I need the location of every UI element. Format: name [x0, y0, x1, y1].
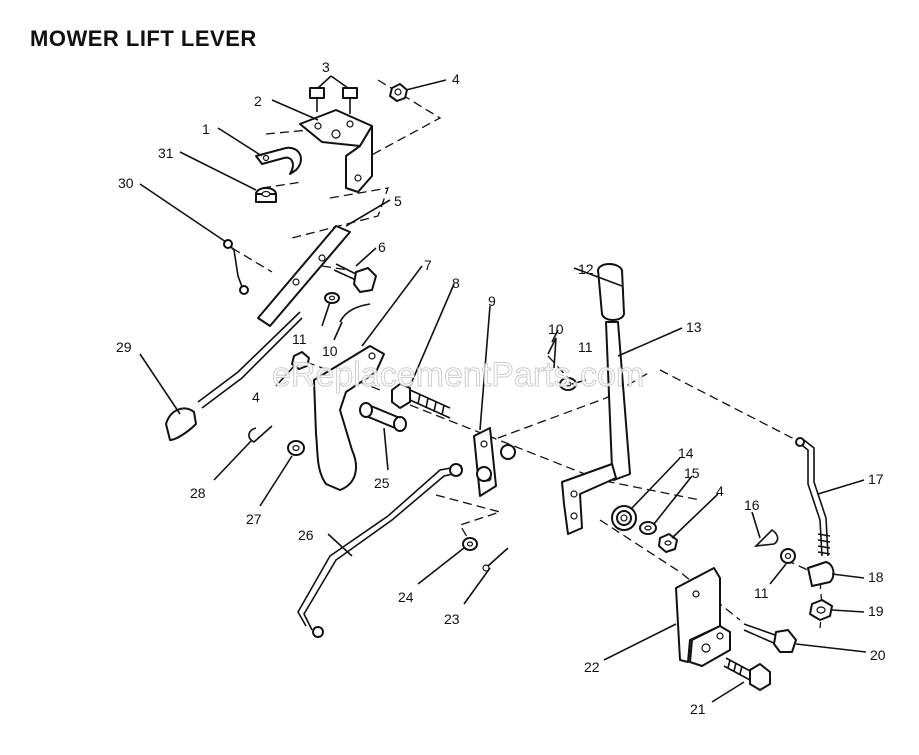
assembly-line-pivot	[497, 371, 651, 439]
part-2-bracket	[299, 109, 373, 193]
leader-lines	[139, 75, 867, 703]
part-26-rod	[297, 463, 463, 638]
callout-2: 2	[254, 93, 262, 109]
part-29-pedal-rod	[197, 311, 303, 409]
part-14-bushing	[611, 505, 637, 531]
part-25-spacer	[359, 402, 407, 432]
part-29-knob	[165, 407, 197, 441]
part-11-washer-left	[324, 292, 340, 304]
callout-10-mid: 10	[548, 321, 564, 337]
callout-7: 7	[424, 257, 432, 273]
callout-19: 19	[868, 603, 884, 619]
part-4-nut-top	[389, 83, 408, 102]
part-10-pin-mid	[547, 337, 557, 369]
part-15-washer	[639, 521, 657, 535]
callout-4-top: 4	[452, 71, 460, 87]
part-28-pin	[248, 425, 273, 443]
part-24-washer	[462, 537, 478, 551]
part-7-lift-arm	[313, 345, 385, 491]
part-18-trunnion	[807, 561, 835, 587]
callout-1: 1	[202, 121, 210, 137]
part-12-grip	[597, 263, 625, 321]
callout-26: 26	[298, 527, 314, 543]
part-27-washer	[287, 440, 305, 456]
part-23-pin	[482, 547, 509, 572]
assembly-line-clamp	[265, 127, 331, 135]
assembly-line-washer24	[435, 494, 503, 543]
part-8-bolt	[391, 383, 451, 419]
assembly-line-main-axis	[409, 404, 701, 501]
assembly-lines	[231, 79, 823, 629]
callout-29: 29	[116, 339, 132, 355]
part-9-plate	[473, 427, 516, 497]
callout-16: 16	[744, 497, 760, 513]
callout-4-right: 4	[716, 483, 724, 499]
callout-8: 8	[452, 275, 460, 291]
part-5-arm	[257, 225, 351, 327]
assembly-line-bolt6	[321, 265, 349, 271]
part-11-washer-right	[780, 548, 796, 564]
callout-12: 12	[578, 261, 594, 277]
callout-4-left: 4	[252, 389, 260, 405]
callout-30: 30	[118, 175, 134, 191]
part-19-nut	[809, 599, 833, 621]
callout-28: 28	[190, 485, 206, 501]
part-1-clamp	[255, 146, 302, 175]
assembly-line-nut31	[261, 181, 303, 189]
callout-22: 22	[584, 659, 600, 675]
part-13-lever	[561, 321, 631, 535]
callout-11-mid: 11	[578, 339, 593, 355]
callout-23: 23	[444, 611, 460, 627]
callout-31: 31	[158, 145, 174, 161]
callout-20: 20	[870, 647, 886, 663]
assembly-line-link30	[231, 247, 273, 273]
watermark: eReplacementParts.com	[271, 356, 645, 395]
diagram-title: MOWER LIFT LEVER	[30, 26, 257, 51]
callout-13: 13	[686, 319, 702, 335]
assembly-line-bracket-top	[365, 79, 442, 159]
part-20-bolt	[743, 623, 797, 653]
part-30-link	[223, 239, 249, 295]
part-16-pin	[753, 528, 779, 548]
callout-27: 27	[246, 511, 262, 527]
callout-labels: 3 4 2 1 31 30 5 6 7 8 9 12 13 10 11 11 1…	[116, 59, 886, 717]
part-22-bracket	[675, 567, 731, 667]
callout-11-right: 11	[754, 585, 769, 601]
callout-14: 14	[678, 445, 694, 461]
callout-24: 24	[398, 589, 414, 605]
part-3-bolts	[309, 87, 358, 114]
callout-21: 21	[690, 701, 706, 717]
callout-3: 3	[322, 59, 330, 75]
callout-5: 5	[394, 193, 402, 209]
callout-10-left: 10	[322, 343, 338, 359]
callout-15: 15	[684, 465, 700, 481]
callout-6: 6	[378, 239, 386, 255]
callout-11-left: 11	[292, 331, 307, 347]
part-31-nut	[255, 187, 277, 203]
part-21-bolt	[723, 657, 771, 691]
callout-25: 25	[374, 475, 390, 491]
part-17-rod	[795, 437, 831, 557]
assembly-line-lever-rod	[659, 369, 801, 443]
part-11-washer-mid	[559, 377, 577, 391]
part-10-pin-left	[339, 303, 371, 323]
callout-17: 17	[868, 471, 884, 487]
part-6-bolt	[333, 263, 377, 293]
callout-9: 9	[488, 293, 496, 309]
callout-18: 18	[868, 569, 884, 585]
